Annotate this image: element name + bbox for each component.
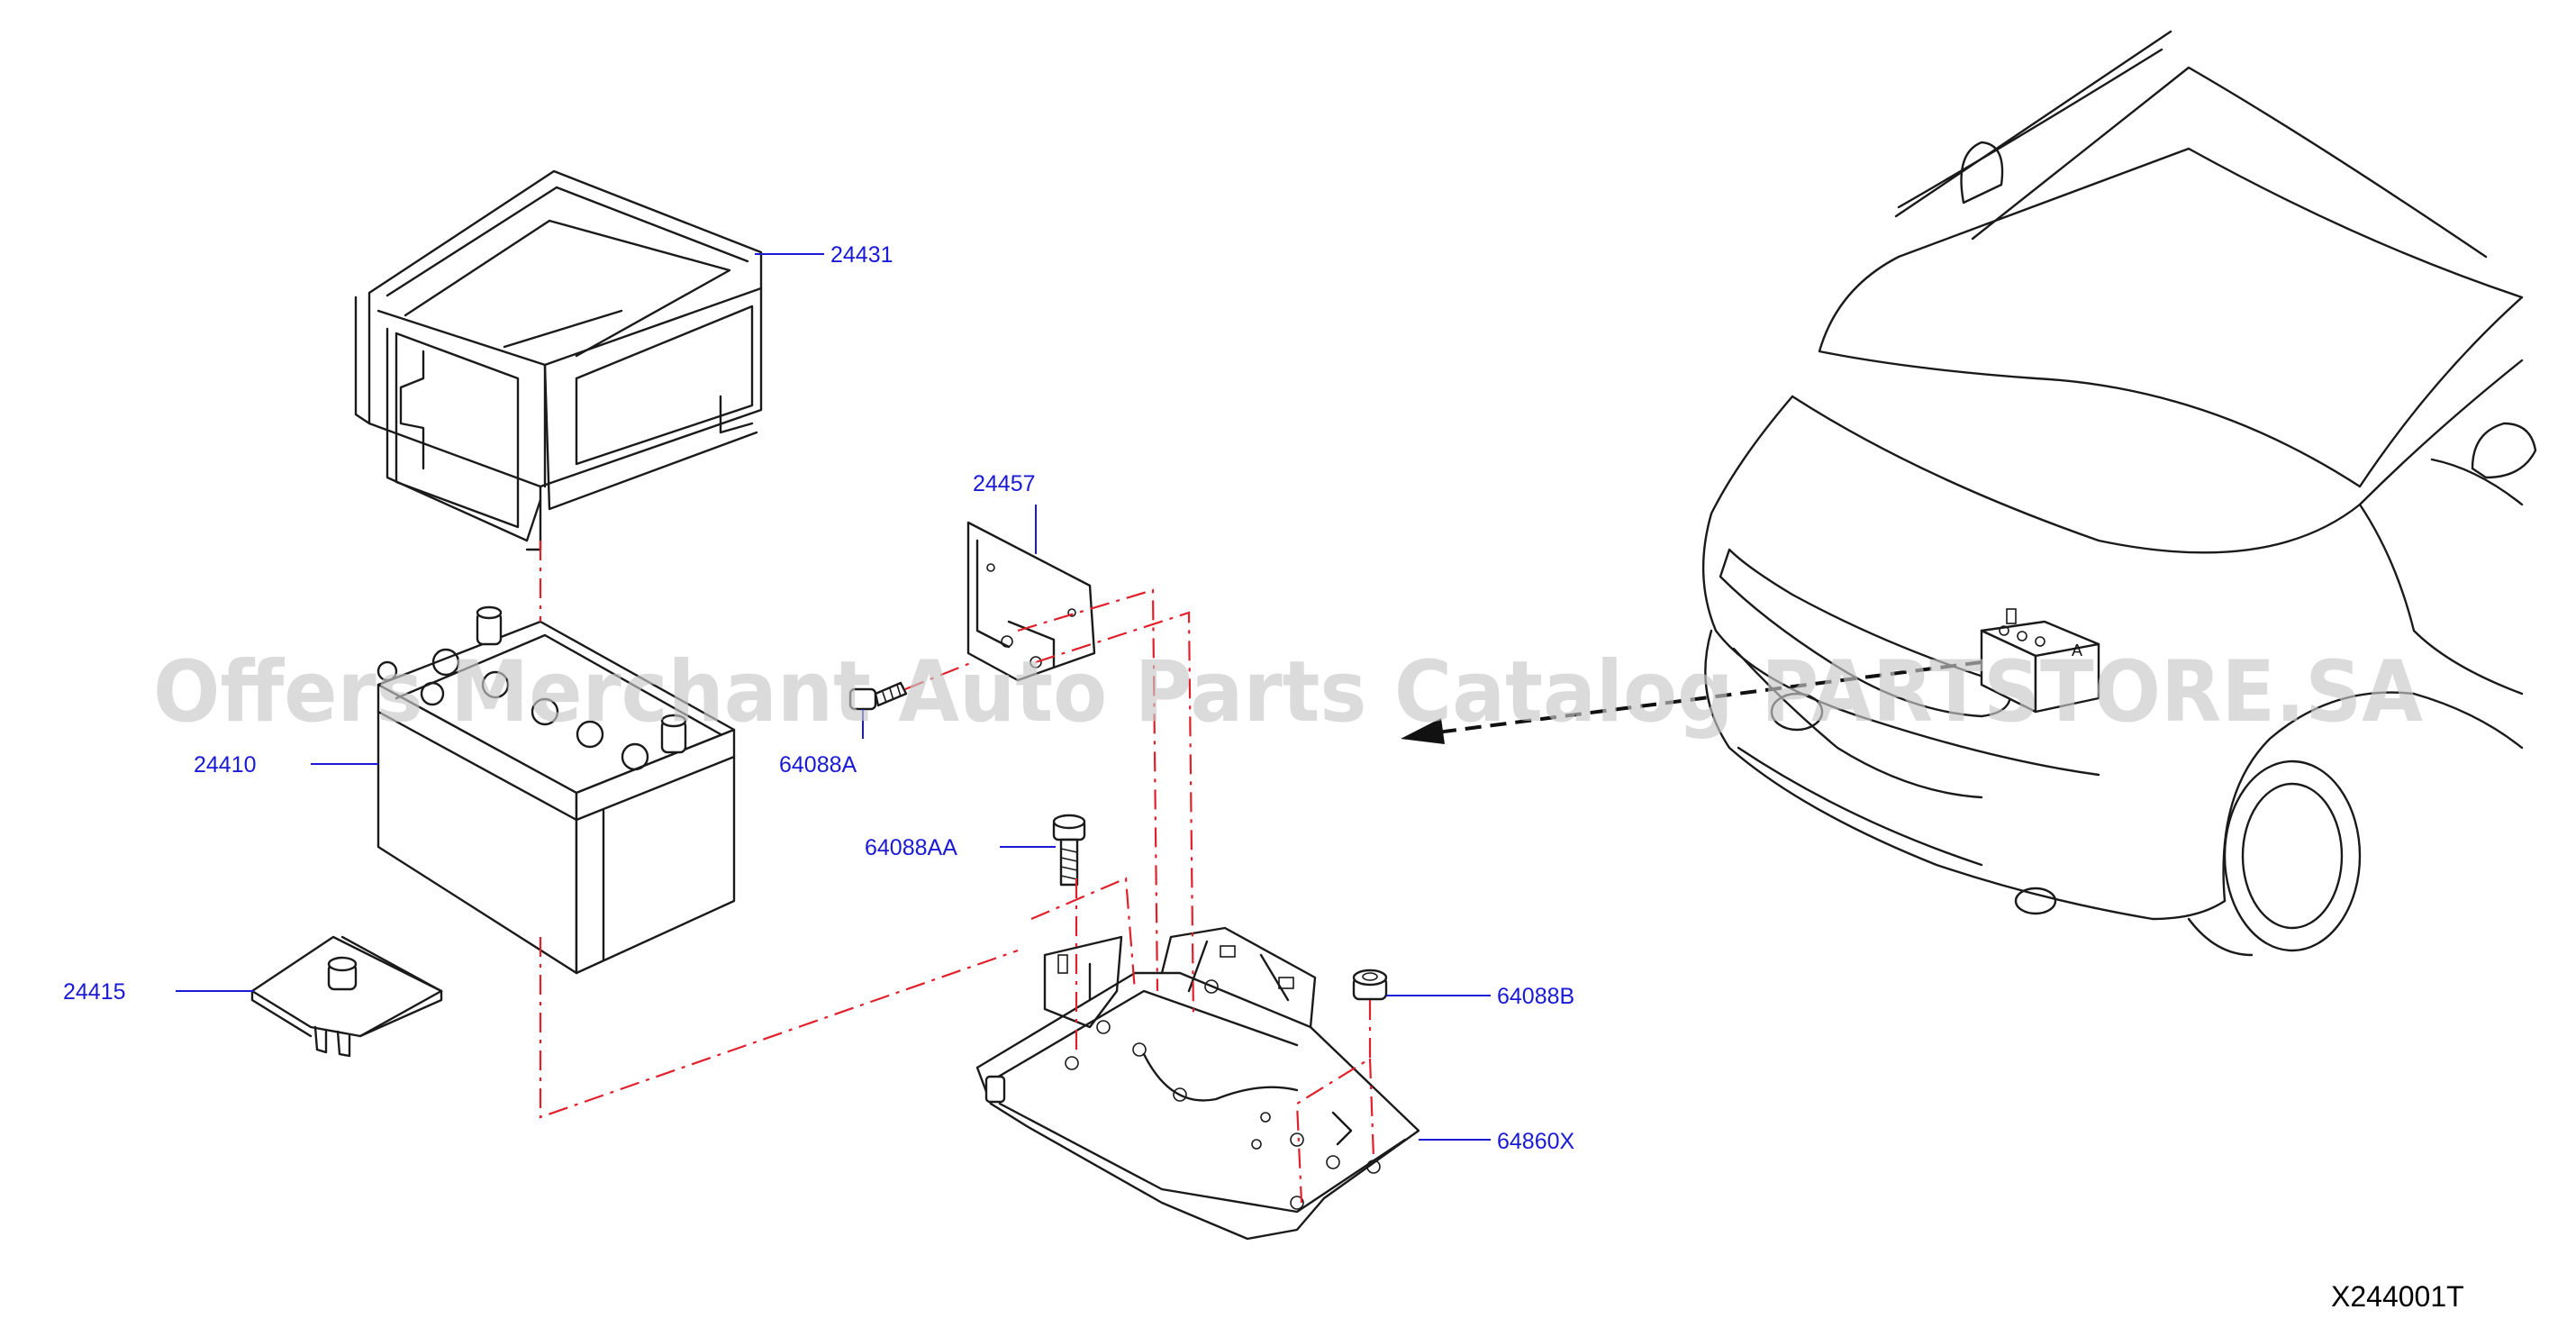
battery-tray-drawing: [975, 926, 1420, 1241]
part-label-screw[interactable]: 64088A: [779, 752, 857, 778]
battery-drawing: [376, 605, 736, 975]
diagram-reference-code: X244001T: [2331, 1280, 2464, 1313]
battery-cover-drawing: [354, 169, 763, 551]
svg-text:A: A: [2072, 641, 2082, 659]
watermark: Offers Merchant Auto Parts Catalog PARTS…: [153, 643, 2423, 741]
assembly-guide-lines: [539, 541, 1375, 1204]
part-label-nut[interactable]: 64088B: [1497, 984, 1574, 1009]
nut-drawing: [1352, 969, 1388, 1001]
part-label-battery-cover[interactable]: 24431: [830, 242, 893, 268]
bolt-drawing: [1052, 814, 1086, 887]
part-label-battery-tray[interactable]: 64860X: [1497, 1129, 1575, 1154]
mounting-plate-drawing: [966, 521, 1096, 682]
part-label-battery-frame[interactable]: 24415: [63, 979, 126, 1005]
part-label-bolt[interactable]: 64088AA: [865, 835, 957, 860]
vehicle-illustration: A: [1401, 30, 2537, 957]
screw-drawing: [848, 681, 908, 711]
part-label-battery[interactable]: 24410: [194, 752, 257, 778]
part-label-mounting-plate[interactable]: 24457: [973, 471, 1036, 496]
battery-frame-drawing: [250, 935, 443, 1058]
